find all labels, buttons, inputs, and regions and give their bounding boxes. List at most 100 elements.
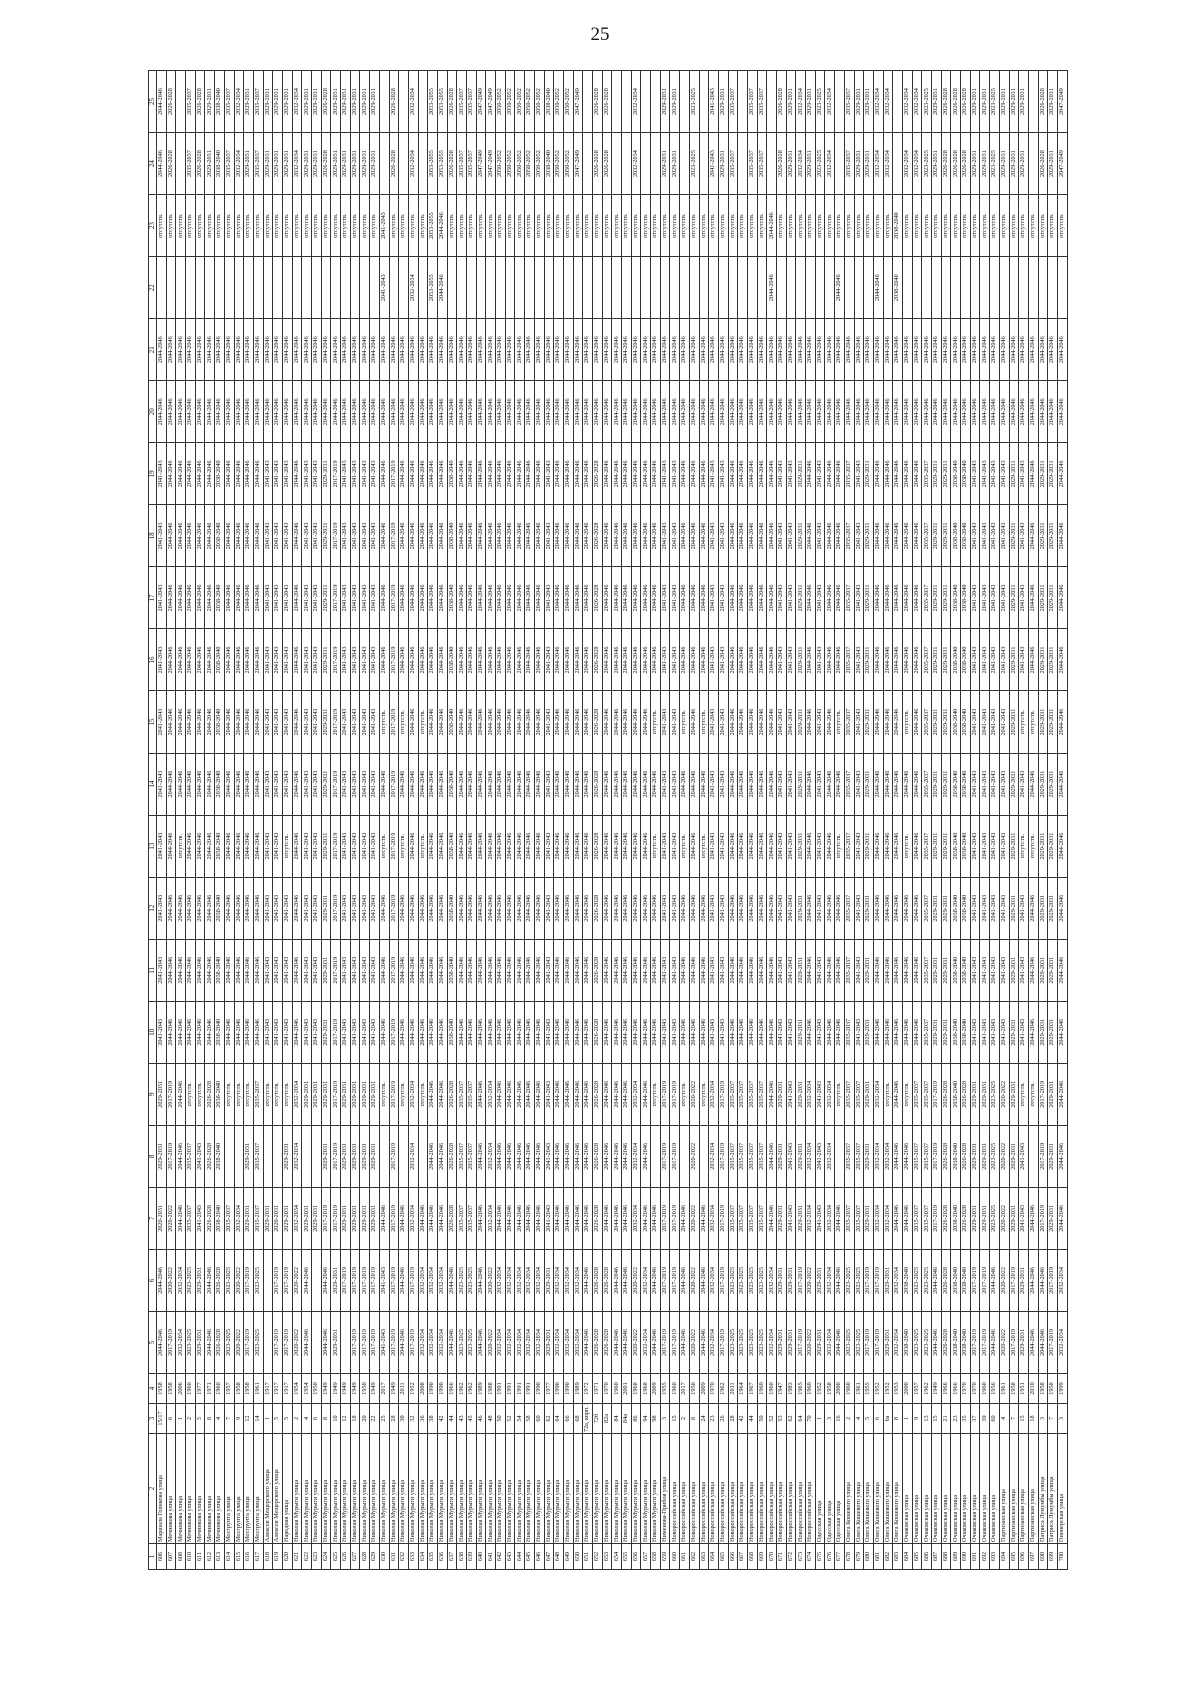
table-cell: 2038-2040 — [950, 442, 961, 505]
table-cell: 2029-2031 — [805, 70, 816, 133]
table-cell: 2044-2046 — [1028, 877, 1039, 940]
column-header: 6 — [148, 1249, 157, 1312]
table-cell: 2044-2046 — [631, 628, 641, 691]
table-cell: 38 — [427, 1403, 438, 1434]
table-cell: 2041-2043 — [660, 504, 670, 567]
row-number-cell: 683 — [892, 1543, 903, 1570]
table-cell — [476, 256, 486, 319]
table-cell: 2044-2046 — [485, 442, 496, 505]
table-cell: 2044-2046 — [679, 1001, 690, 1064]
table-cell: 2044-2046 — [834, 1249, 845, 1312]
table-cell: 1960 — [669, 1373, 680, 1404]
table-cell: 2044-2046 — [456, 877, 467, 940]
row-number-cell: 679 — [854, 1543, 864, 1570]
table-cell: 2017-2019 — [389, 504, 399, 567]
table-cell: 2044-2046 — [379, 566, 389, 629]
table-cell: 2041-2043 — [311, 690, 322, 754]
table-cell: 2044-2046 — [902, 753, 913, 816]
table-cell: 2035-2037 — [912, 1125, 922, 1188]
table-cell: 2044-2046 — [466, 815, 477, 878]
table-cell: 2038-2040 — [447, 753, 457, 816]
table-cell: 2035-2037 — [253, 1125, 264, 1188]
table-cell: 2041-2043 — [544, 815, 554, 878]
table-cell: 2044-2046 — [224, 877, 234, 940]
table-cell: 2044-2046 — [611, 1187, 622, 1250]
table-cell: 2044-2046 — [1028, 939, 1039, 1002]
table-cell: 1956 — [989, 1373, 1000, 1404]
table-cell: отсутств. — [398, 1063, 409, 1126]
table-cell: 2047-2049 — [476, 70, 486, 133]
table-cell: 1917 — [282, 1373, 293, 1404]
table-cell: 1966 — [950, 1373, 961, 1404]
table-cell: 2044-2046 — [912, 380, 922, 443]
table-cell: 2026-2028 — [592, 690, 603, 754]
table-cell: 2029-2031 — [243, 1125, 254, 1188]
table-cell: отсутств. — [1018, 194, 1029, 257]
table-cell: 2041-2043 — [786, 1001, 796, 1064]
table-cell: 62 — [544, 1403, 554, 1434]
table-cell: 2044-2046 — [582, 1187, 593, 1250]
table-cell: 2020-2022 — [166, 1187, 176, 1250]
street-cell: Николая Мурыги улица — [592, 1433, 603, 1544]
table-cell: 2044-2046 — [534, 380, 544, 443]
table-cell: 64 — [553, 1403, 564, 1434]
table-cell: 2044-2046 — [514, 753, 525, 816]
table-cell: 2044-2046 — [350, 318, 360, 381]
table-cell: 2044-2046 — [427, 690, 438, 754]
table-cell: 2026-2028 — [592, 566, 603, 629]
table-cell — [563, 256, 574, 319]
table-cell: 2044-2046 — [640, 566, 651, 629]
table-cell — [960, 256, 971, 319]
table-cell: отсутств. — [902, 690, 913, 754]
table-cell: 2000 — [902, 1373, 913, 1404]
street-cell: Очаковская улица — [979, 1433, 990, 1544]
table-cell: 26 — [718, 1403, 729, 1434]
street-cell: Новороссийская улица — [747, 1433, 758, 1544]
table-cell: 2041-2043 — [379, 1249, 389, 1312]
table-cell: 1960 — [757, 1373, 767, 1404]
table-cell: 2044-2046 — [553, 1187, 564, 1250]
table-cell: 2044-2046 — [805, 442, 816, 505]
table-cell: 2044-2046 — [892, 442, 903, 505]
table-cell: 2044-2046 — [1028, 1311, 1039, 1374]
table-cell: 2029-2031 — [795, 504, 806, 567]
table-cell: 2035-2037 — [757, 1125, 767, 1188]
table-cell: 60 — [534, 1403, 544, 1434]
table-cell: 2044-2046 — [873, 504, 884, 567]
table-cell: 2044-2046 — [573, 939, 583, 1002]
table-cell: 2044-2046 — [389, 380, 399, 443]
table-cell: 2029-2031 — [282, 70, 293, 133]
table-cell: 2029-2031 — [941, 939, 951, 1002]
table-cell: 2044-2046 — [524, 1001, 535, 1064]
table-cell: отсутств. — [379, 1063, 389, 1126]
table-cell: 2044-2046 — [175, 318, 186, 381]
table-cell: 2044-2046 — [805, 566, 816, 629]
table-cell: 2044-2046 — [621, 1001, 632, 1064]
table-cell — [272, 1125, 283, 1188]
table-cell: 2041-2043 — [970, 815, 980, 878]
table-cell: 2032-2034 — [912, 70, 922, 133]
street-cell: Партизанская улица — [1018, 1433, 1029, 1544]
table-cell: 2035-2037 — [728, 132, 738, 195]
table-cell: отсутств. — [989, 194, 1000, 257]
table-cell: 2026-2028 — [592, 815, 603, 878]
row-number-cell: 676 — [824, 1543, 835, 1570]
table-cell: 2044-2046 — [650, 566, 661, 629]
table-cell: 2041-2043 — [999, 877, 1009, 940]
table-cell: 2044-2046 — [699, 1187, 709, 1250]
table-cell: отсутств. — [185, 1063, 196, 1126]
table-cell: 2044-2046 — [766, 753, 777, 816]
table-cell: 7 — [1047, 1403, 1058, 1434]
table-cell: 2044-2046 — [553, 877, 564, 940]
table-cell: 2044-2046 — [195, 442, 205, 505]
table-cell: 2044-2046 — [398, 877, 409, 940]
table-cell: 2041-2043 — [350, 690, 360, 754]
table-cell: 2041-2043 — [263, 753, 273, 816]
table-cell: отсутств. — [805, 194, 816, 257]
table-cell: 22 — [369, 1403, 380, 1434]
